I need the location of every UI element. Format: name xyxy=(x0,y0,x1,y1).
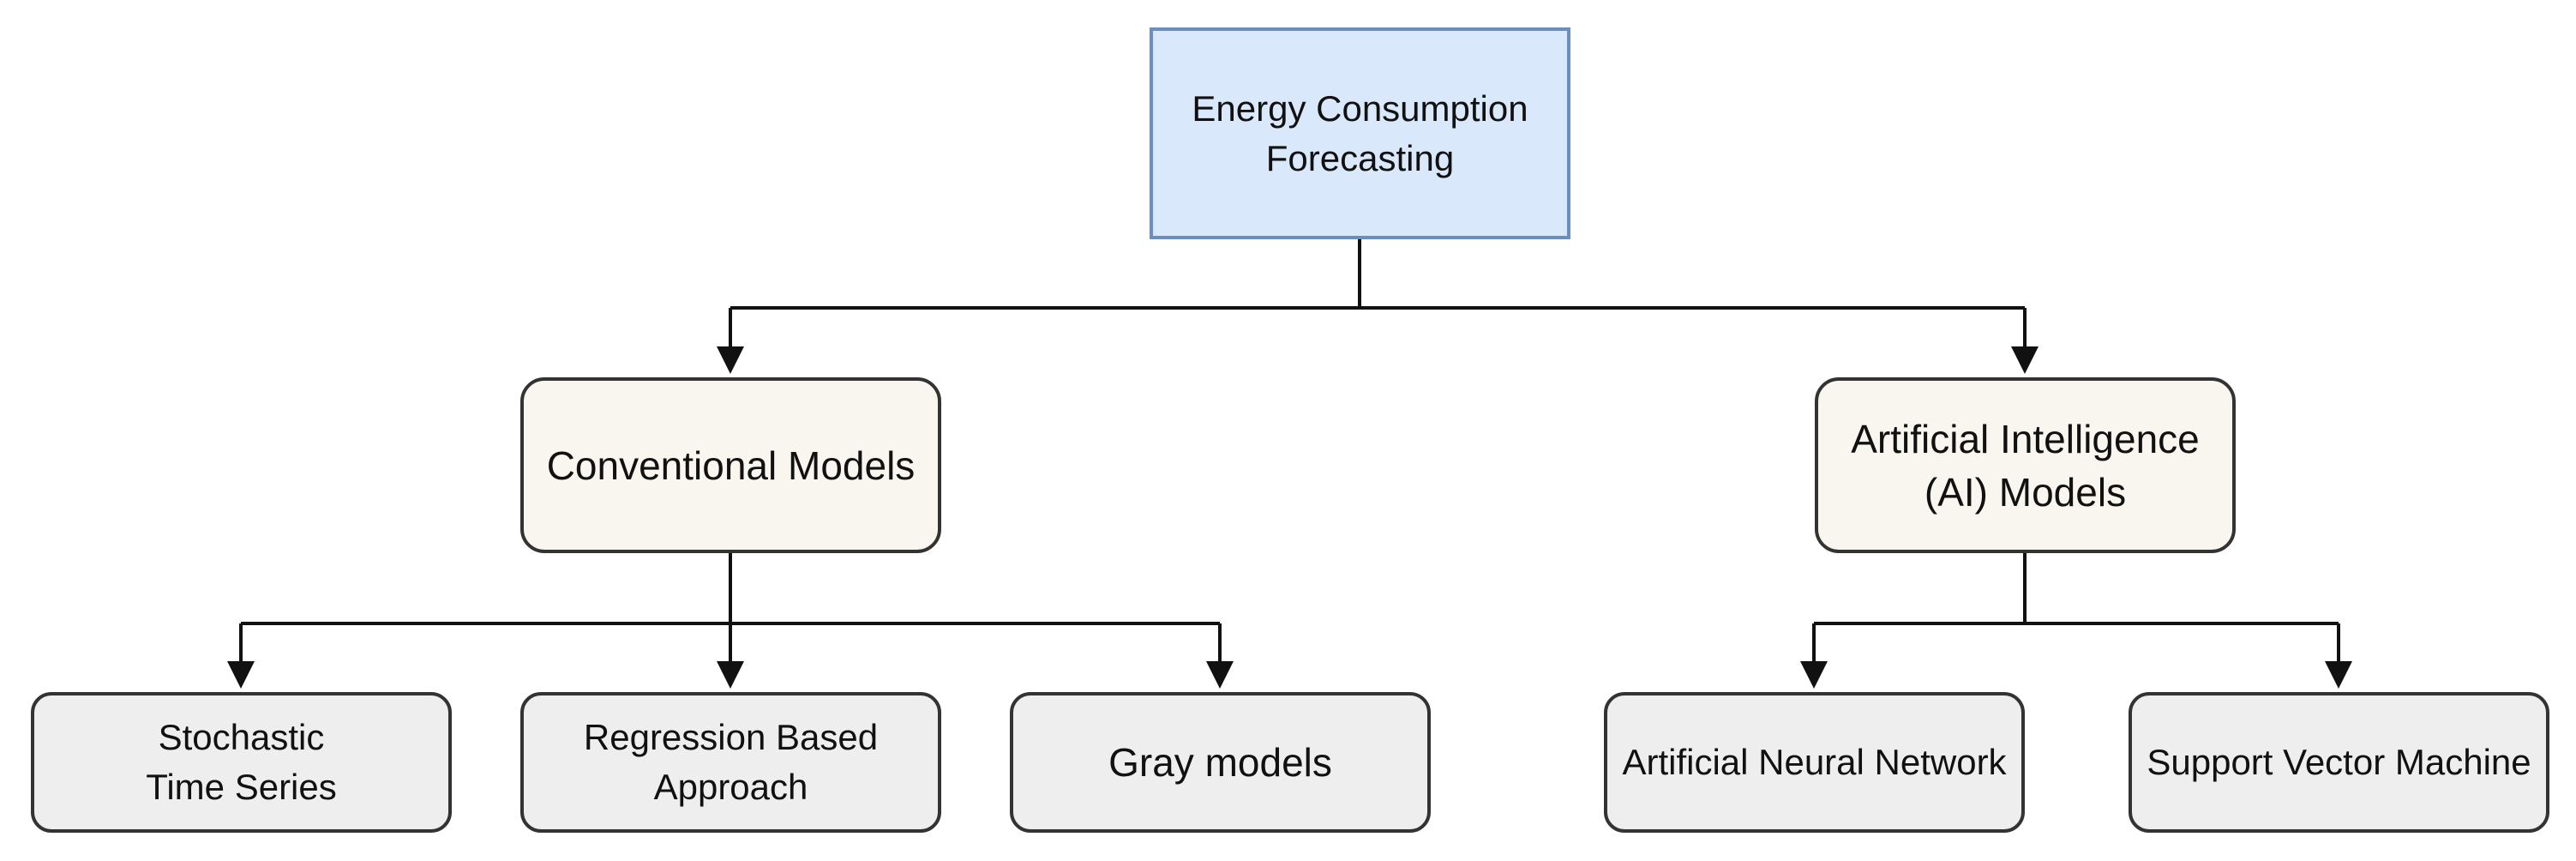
leaf-node-artificial-neural-network: Artificial Neural Network xyxy=(1604,692,2025,833)
root-node-label: Energy Consumption Forecasting xyxy=(1192,87,1528,178)
leaf-node-label: Support Vector Machine xyxy=(2147,742,2531,782)
category-node-ai-models: Artificial Intelligence (AI) Models xyxy=(1815,377,2236,553)
leaf-node-label: Artificial Neural Network xyxy=(1622,742,2007,782)
category-node-label: Conventional Models xyxy=(546,443,916,488)
leaf-node-regression-based-approach: Regression Based Approach xyxy=(520,692,941,833)
category-node-conventional-models: Conventional Models xyxy=(520,377,941,553)
leaf-node-gray-models: Gray models xyxy=(1010,692,1431,833)
root-node-energy-consumption-forecasting: Energy Consumption Forecasting xyxy=(1150,27,1570,239)
leaf-node-support-vector-machine: Support Vector Machine xyxy=(2129,692,2549,833)
leaf-node-label: Stochastic Time Series xyxy=(146,717,337,807)
leaf-node-label: Gray models xyxy=(1108,740,1332,785)
leaf-node-stochastic-time-series: Stochastic Time Series xyxy=(31,692,452,833)
leaf-node-label: Regression Based Approach xyxy=(583,717,879,807)
category-node-label: Artificial Intelligence (AI) Models xyxy=(1851,416,2200,515)
